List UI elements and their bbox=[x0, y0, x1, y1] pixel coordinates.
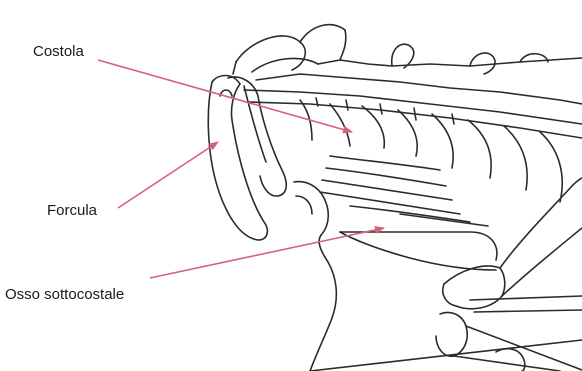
pointer-arrows bbox=[98, 60, 384, 278]
label-costola: Costola bbox=[33, 44, 84, 59]
arrow-forcula bbox=[118, 142, 218, 208]
skeleton-outline bbox=[208, 25, 582, 371]
label-forcula: Forcula bbox=[47, 203, 97, 218]
arrow-costola bbox=[98, 60, 352, 132]
label-osso-sottocostale: Osso sottocostale bbox=[5, 287, 124, 302]
